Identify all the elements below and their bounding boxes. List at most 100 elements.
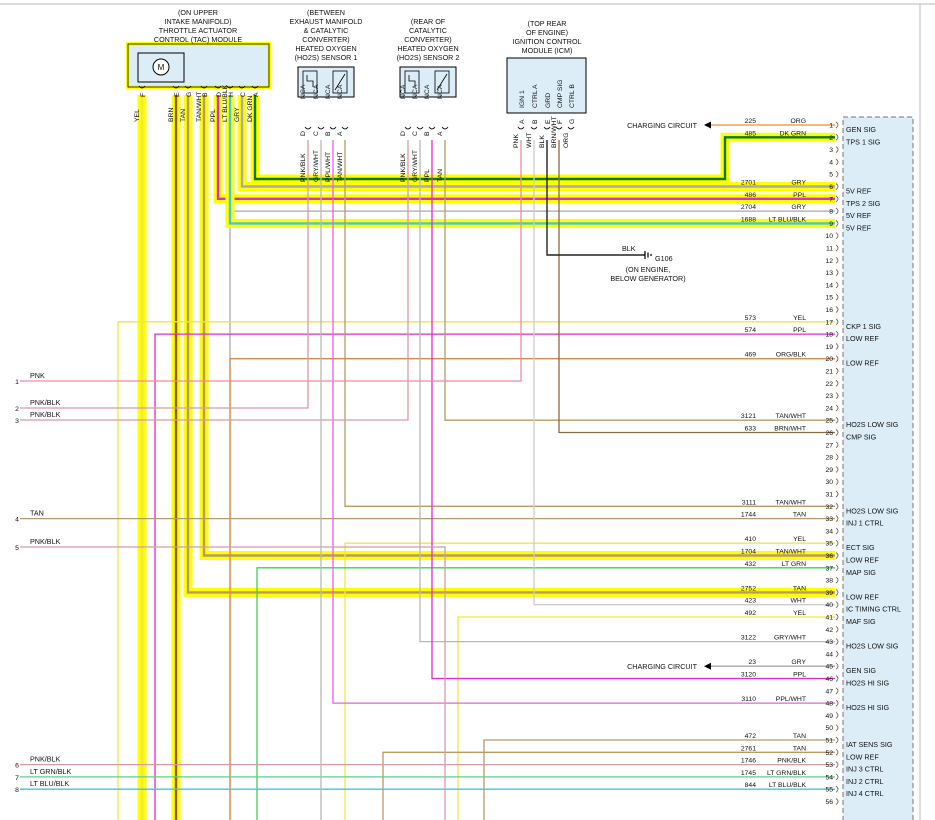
- pcm-pin-number: 51: [825, 738, 833, 745]
- pcm-pin-label: 5V REF: [846, 187, 872, 196]
- icm-pin-letter: A: [519, 119, 526, 124]
- pcm-pin-number: 36: [825, 553, 833, 560]
- pcm-wire-color: TAN: [793, 512, 806, 519]
- pcm-pin-label: 5V REF: [846, 211, 872, 220]
- icm-pin-label: IGN 1: [519, 90, 526, 108]
- sensor-variable-icon: [334, 73, 346, 91]
- tac-pin-letter: F: [140, 93, 147, 97]
- pcm-pin-label: LOW REF: [846, 334, 879, 343]
- pcm-pin-chevron: [835, 441, 839, 449]
- pcm-pin-chevron: [835, 355, 839, 363]
- tac-pin-letter: E: [174, 92, 181, 97]
- ho2s1-wire-color: GRY/WHT: [313, 150, 320, 182]
- tac-pin-chevron: [200, 85, 208, 89]
- pcm-pin-chevron: [835, 207, 839, 215]
- pcm-pin-number: 45: [825, 664, 833, 671]
- wire-ho2s2-hi: [431, 140, 835, 680]
- tac-module-outline: [127, 43, 270, 88]
- pcm-pin-number: 5: [829, 172, 833, 179]
- pcm-pin-chevron: [835, 318, 839, 326]
- ho2s2-nca: NCA: [412, 84, 419, 99]
- pcm-pin-chevron: [835, 576, 839, 584]
- pcm-pin-chevron: [835, 195, 839, 203]
- wire-iat: [483, 739, 835, 820]
- pcm-pin-chevron: [835, 502, 839, 510]
- pcm-pin-label: HO2S HI SIG: [846, 679, 890, 688]
- pcm-wire-color: TAN: [793, 745, 806, 752]
- ho2s2-caption: HEATED OXYGEN: [397, 44, 458, 53]
- pcm-circuit-number: 1746: [741, 758, 756, 765]
- wire-ho2s2-heater: [20, 140, 409, 421]
- tac-wire-color: LT BLU/BLK: [222, 84, 229, 122]
- charging-arrow-icon: [704, 662, 711, 670]
- pcm-wire-color: LT BLU/BLK: [769, 216, 807, 223]
- icm-wire-color: ORG: [563, 133, 570, 148]
- wire-cmp-sig: [558, 140, 835, 434]
- pcm-circuit-number: 2752: [741, 585, 756, 592]
- pcm-pin-chevron: [835, 220, 839, 227]
- pcm-wire-color: LT BLU/BLK: [769, 782, 807, 789]
- pcm-pin-label: CKP 1 SIG: [846, 322, 881, 331]
- pcm-pin-label: LOW REF: [846, 556, 879, 565]
- pcm-wire-color: DK GRN: [780, 130, 807, 137]
- ho2s1-pin-letter: B: [325, 131, 332, 136]
- ho2s1-nca: NCA: [313, 84, 320, 99]
- icm-wire-color: BRN/WHT: [551, 116, 558, 148]
- ho2s1-nca: NCA: [300, 84, 307, 99]
- ho2s1-nca: NCA: [325, 84, 332, 99]
- pcm-pin-chevron: [835, 293, 839, 301]
- tac-caption: CONTROL (TAC) MODULE: [154, 35, 242, 44]
- pcm-circuit-number: 633: [745, 426, 757, 433]
- pcm-pin-chevron: [835, 269, 839, 276]
- ho2s2-wire-color: PNK/BLK: [400, 153, 407, 182]
- pcm-pin-chevron: [835, 170, 839, 178]
- pcm-pin-chevron: [835, 367, 839, 375]
- motor-symbol: M: [158, 63, 165, 72]
- pcm-circuit-number: 469: [745, 352, 757, 359]
- pcm-pin-number: 39: [825, 590, 833, 597]
- wire-5v-ref-3: [228, 95, 835, 225]
- ho2s1-wire-color: PNK/BLK: [300, 153, 307, 182]
- left-wire-color: LT BLU/BLK: [30, 779, 69, 788]
- pcm-pin-chevron: [835, 712, 839, 719]
- icm-pin-label: GRD: [545, 93, 552, 108]
- pcm-pin-number: 37: [825, 565, 833, 572]
- ground-wire-color: BLK: [622, 244, 636, 253]
- tac-pin-letter: C: [240, 92, 247, 97]
- tac-caption: INTAKE MANIFOLD): [165, 17, 232, 26]
- pcm-pin-number: 19: [825, 344, 833, 351]
- pcm-pin-number: 38: [825, 578, 833, 585]
- ho2s1-pin-chevron: [329, 126, 337, 130]
- ground-location: (ON ENGINE,: [626, 265, 671, 274]
- pcm-pin-label: GEN SIG: [846, 666, 876, 675]
- pcm-wire-color: YEL: [793, 610, 806, 617]
- icm-wire-color: BLK: [539, 135, 546, 148]
- pcm-wire-color: ORG: [791, 118, 806, 125]
- wire-ign1-pnk: [20, 140, 522, 382]
- ho2s2-sensor-body: [399, 66, 457, 98]
- charging-circuit-label: CHARGING CIRCUIT: [627, 662, 697, 671]
- motor-icon: [152, 58, 170, 76]
- pcm-wire-color: TAN/WHT: [776, 413, 806, 420]
- ho2s2-nca: NCA: [424, 84, 431, 99]
- wire-tps2-sig: [216, 95, 835, 201]
- pcm-pin-number: 30: [825, 479, 833, 486]
- pcm-pin-chevron: [835, 589, 839, 596]
- ho2s1-pin-chevron: [304, 126, 312, 130]
- left-pin-number: 2: [15, 406, 19, 413]
- sensor-variable-icon: [436, 73, 448, 91]
- ho2s2-nca: NCA: [400, 84, 407, 99]
- pcm-pin-number: 1: [829, 123, 833, 130]
- pcm-pin-number: 7: [829, 196, 833, 203]
- ho2s2-pin-letter: C: [412, 131, 419, 136]
- pcm-pin-chevron: [835, 306, 839, 313]
- pcm-pin-number: 10: [825, 233, 833, 240]
- tac-caption: THROTTLE ACTUATOR: [159, 26, 237, 35]
- pcm-pin-chevron: [835, 539, 839, 547]
- pcm-pin-chevron: [835, 785, 839, 793]
- pcm-pin-label: TPS 2 SIG: [846, 199, 881, 208]
- wire-low-ref-tac: [202, 95, 835, 557]
- pcm-pin-chevron: [835, 392, 839, 399]
